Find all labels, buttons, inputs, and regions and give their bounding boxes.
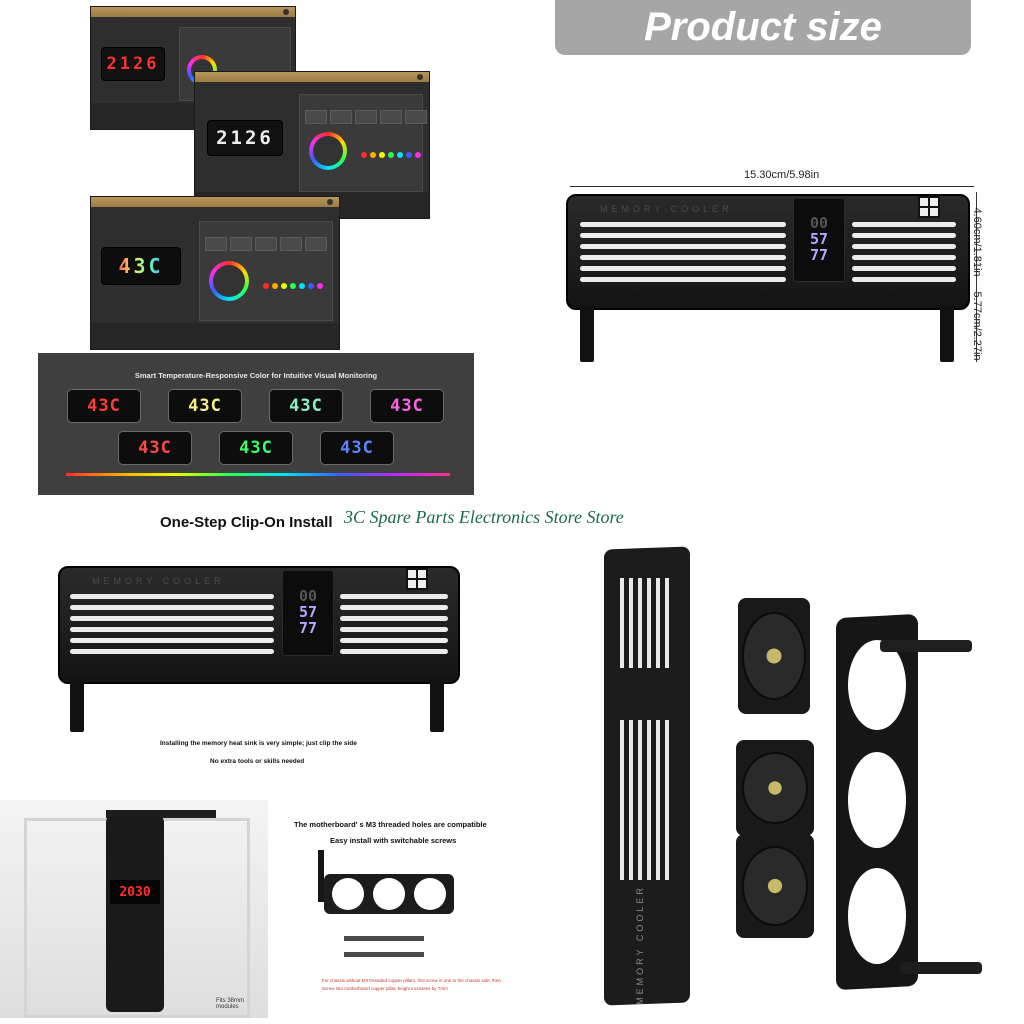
bracket-foot (900, 962, 982, 974)
width-dimension-label: 15.30cm/5.98in (744, 169, 820, 181)
fan-hole (332, 878, 365, 910)
display-line-1: 00 (809, 214, 829, 233)
cooler-leg-right (430, 680, 444, 732)
cooler-body (566, 194, 970, 310)
bracket-fan-plate (324, 874, 454, 914)
brand-label: MEMORY COOLER (600, 204, 733, 214)
cooler-grille-left (580, 222, 786, 282)
brand-logo-icon (918, 196, 940, 218)
compat-note-1: For chassis without M3 threaded copper p… (322, 978, 501, 983)
display-line-1: 00 (298, 587, 318, 606)
temp-value: 43C (87, 396, 121, 416)
temp-value: 43C (340, 438, 374, 458)
heatsink-grille-bottom (620, 720, 672, 880)
display-line-3: 77 (809, 245, 829, 264)
cooler-grille-right (852, 222, 956, 282)
leg-height-dimension-label: 5.77cm/2.27in (971, 291, 983, 361)
install-note: No extra tools or skills needed (210, 758, 305, 765)
fan-hole (848, 640, 906, 730)
compat-note-2: Screw into motherboard copper pillar, he… (322, 986, 448, 991)
color-wheel-icon (209, 261, 249, 301)
fan-middle (736, 740, 814, 836)
height-dimension-line (976, 192, 977, 362)
color-swatches (263, 283, 323, 289)
color-swatches (361, 152, 421, 158)
compat-title: The motherboard' s M3 threaded holes are… (294, 820, 487, 829)
brand-label: MEMORY COOLER (635, 885, 645, 1005)
fan-hole (848, 868, 906, 964)
fan-top (738, 598, 810, 714)
width-dimension-line (570, 186, 974, 187)
software-footer (91, 323, 339, 349)
temp-reading-7: 43C (320, 431, 394, 465)
software-window-3: 43C (90, 196, 340, 350)
install-description: Installing the memory heat sink is very … (160, 740, 357, 747)
display-line-2: 57 (298, 603, 318, 622)
bracket-arm (318, 850, 324, 902)
display-line-2: 57 (809, 230, 829, 249)
brand-label: MEMORY COOLER (92, 576, 225, 586)
close-icon (417, 74, 423, 80)
cooler-display: 00 57 77 (793, 198, 845, 282)
fan-hole (372, 878, 405, 910)
cooler-display: 00 57 77 (282, 570, 334, 656)
case-display: 2030 (110, 880, 160, 904)
temp-value: 43C (390, 396, 424, 416)
mounting-bracket (106, 810, 216, 818)
close-icon (327, 199, 333, 205)
product-size-title: Product size (644, 5, 882, 49)
software-clock-display: 2126 (101, 47, 165, 81)
mode-buttons (305, 110, 427, 124)
temp-reading-5: 43C (118, 431, 192, 465)
fan-hole (848, 752, 906, 848)
cooler-leg-right (940, 306, 954, 362)
compat-subtitle: Easy install with switchable screws (330, 836, 457, 845)
color-wheel-icon (309, 132, 347, 170)
install-title: One-Step Clip-On Install (160, 514, 333, 531)
temperature-color-panel: Smart Temperature-Responsive Color for I… (38, 353, 474, 495)
temp-reading-1: 43C (67, 389, 141, 423)
cooler-body (58, 566, 460, 684)
case-photo-caption: Fits 38mm modules (216, 998, 245, 1010)
cooler-grille-left (70, 594, 274, 654)
fan-bottom (736, 834, 814, 938)
temp-reading-3: 43C (269, 389, 343, 423)
temp-value: 43C (118, 254, 164, 278)
software-temp-display: 43C (101, 247, 181, 285)
case-installation-photo: 2030 Fits 38mm modules (0, 800, 268, 1018)
temperature-panel-title: Smart Temperature-Responsive Color for I… (134, 371, 378, 380)
store-watermark: 3C Spare Parts Electronics Store Store (344, 507, 624, 527)
close-icon (283, 9, 289, 15)
vertical-cooler (106, 816, 164, 1012)
temp-reading-4: 43C (370, 389, 444, 423)
display-line-3: 77 (298, 618, 318, 637)
software-clock-display: 2126 (207, 120, 283, 156)
temp-value: 43C (138, 438, 172, 458)
heatsink-grille-top (620, 578, 672, 668)
cooler-leg-left (70, 680, 84, 732)
temp-value: 43C (239, 438, 273, 458)
software-window-2: 2126 (194, 71, 430, 219)
temp-value: 43C (289, 396, 323, 416)
standoff-screw (344, 936, 424, 941)
temp-value: 43C (188, 396, 222, 416)
temp-reading-6: 43C (219, 431, 293, 465)
brand-logo-icon (406, 568, 428, 590)
cooler-grille-right (340, 594, 448, 654)
fan-hole (413, 878, 446, 910)
mode-buttons (205, 237, 327, 251)
bracket-hook (880, 640, 972, 652)
temperature-gradient-bar (66, 473, 450, 476)
temp-reading-2: 43C (168, 389, 242, 423)
standoff-screw (344, 952, 424, 957)
height-dimension-label: 4.60cm/1.81in (971, 207, 983, 277)
product-size-banner: Product size (555, 0, 971, 55)
cooler-leg-left (580, 306, 594, 362)
